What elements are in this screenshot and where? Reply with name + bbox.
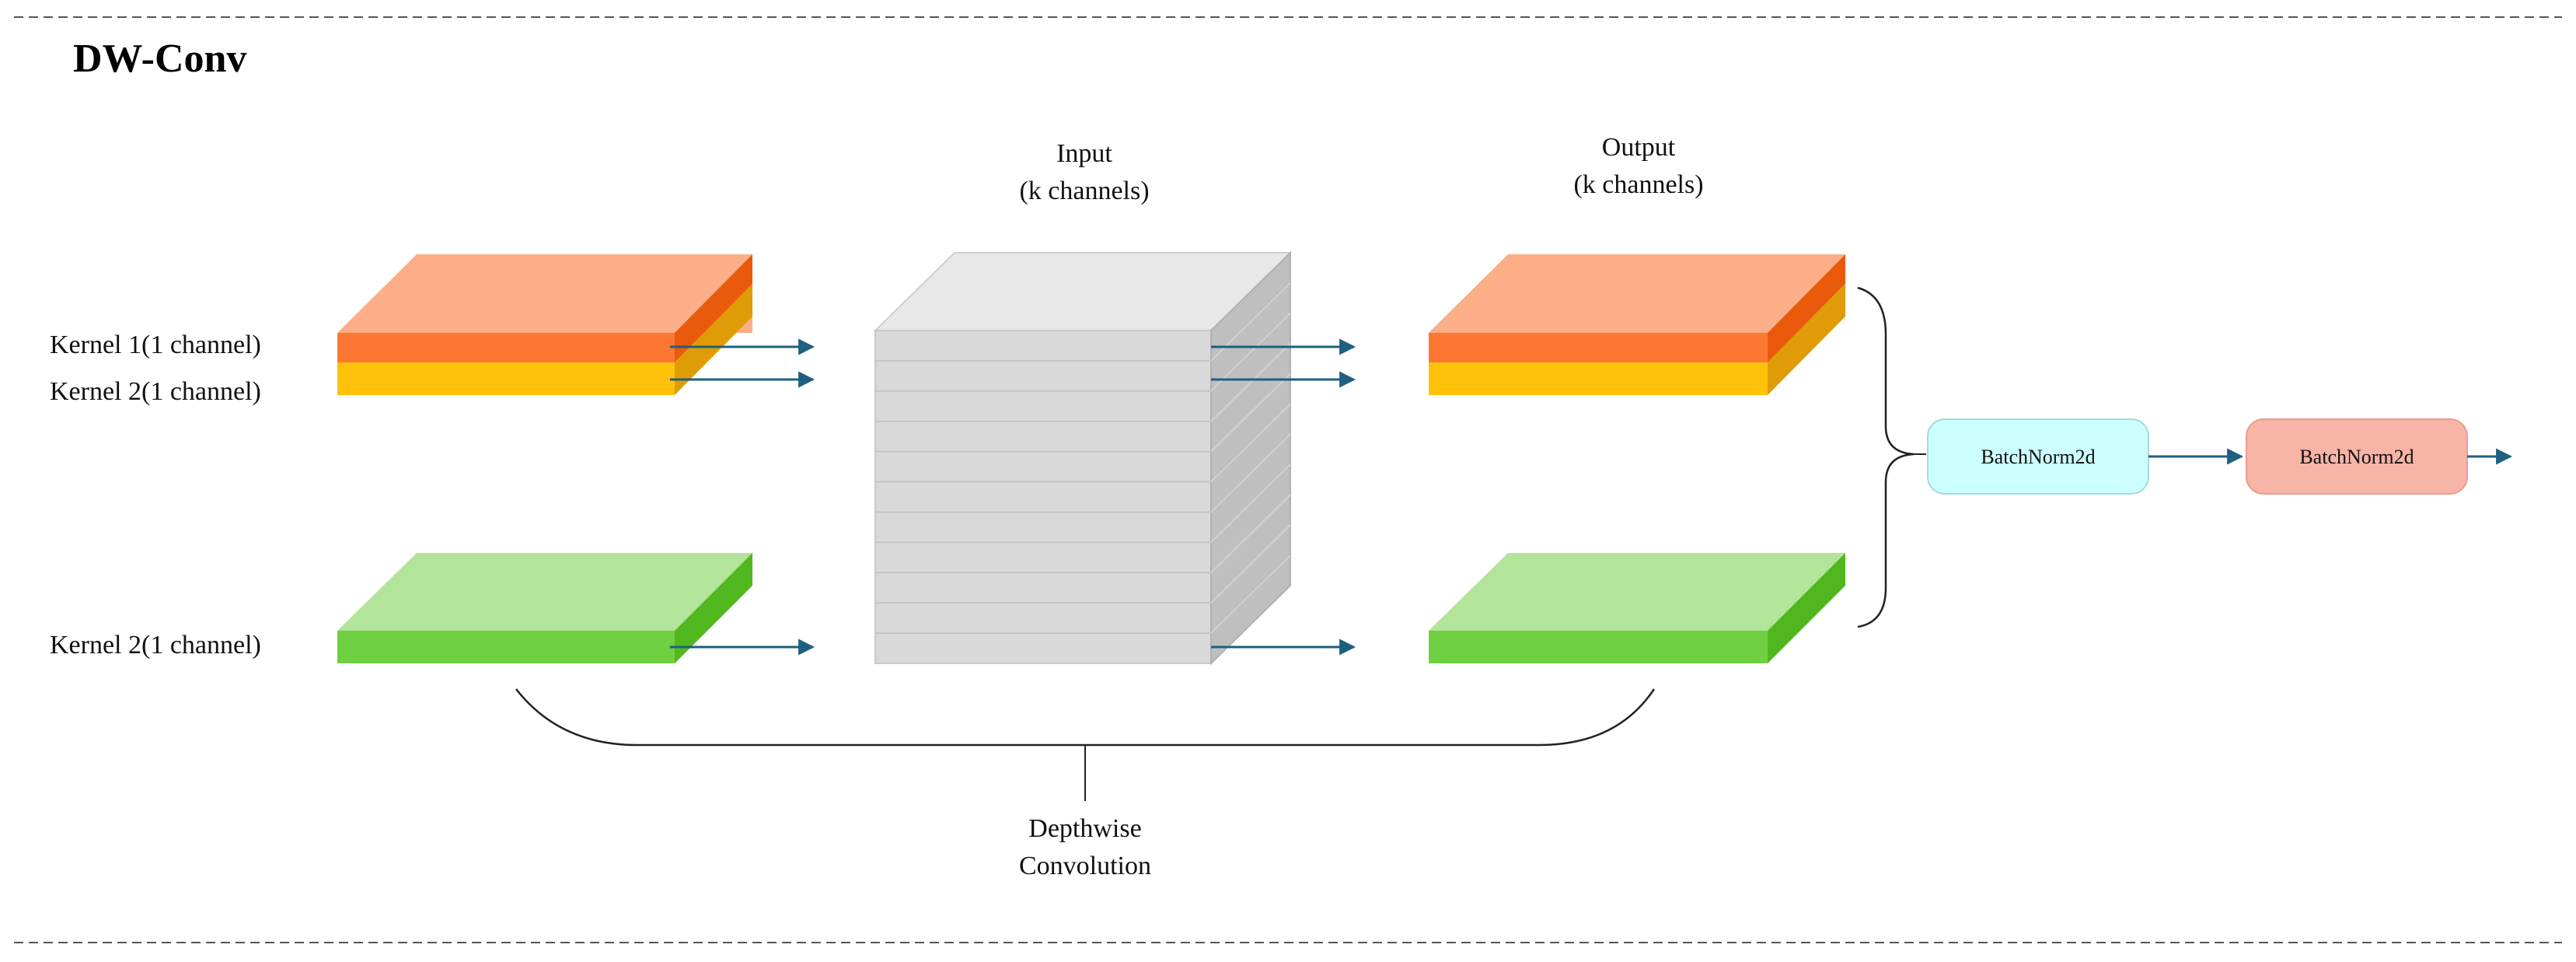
depthwise-bracket	[515, 688, 1656, 747]
input-cube-side-slice-line	[1210, 343, 1291, 422]
output-2-side	[1768, 284, 1845, 395]
input-cube-side-slice-line	[1210, 464, 1291, 544]
depthwise-label: Depthwise	[1028, 814, 1141, 843]
output-brace	[1857, 286, 1915, 628]
input-label: Input	[1056, 139, 1112, 168]
output-stack-top	[1429, 254, 1845, 395]
input-cube-front	[874, 330, 1212, 664]
input-cube-side-slice-line	[1210, 403, 1291, 483]
input-cube-side-slice-line	[1210, 433, 1291, 513]
output-1-side	[1768, 254, 1845, 362]
kernel-3-top	[337, 553, 752, 631]
output-3-front	[1429, 631, 1768, 663]
kernel-2-front	[337, 362, 675, 395]
batchnorm-2-label: BatchNorm2d	[2299, 446, 2414, 468]
kernel-3-label: Kernel 2(1 channel)	[50, 631, 261, 659]
output-channels-label: (k channels)	[1573, 170, 1703, 199]
output-green	[1429, 553, 1845, 663]
output-3-side	[1768, 553, 1845, 663]
kernel-2-label: Kernel 2(1 channel)	[50, 377, 261, 406]
input-cube-side-slice-line	[1210, 554, 1291, 634]
kernel-3-side	[675, 553, 752, 663]
input-cube-side-slice-line	[1210, 373, 1291, 453]
output-2-front	[1429, 362, 1768, 395]
input-cube-channel-lines	[875, 282, 1291, 635]
diagram-title: DW-Conv	[73, 37, 246, 81]
input-channels-label: (k channels)	[1019, 177, 1149, 205]
kernel-1-label: Kernel 1(1 channel)	[50, 331, 261, 359]
kernel-3-front	[337, 631, 675, 663]
output-1-front	[1429, 333, 1768, 362]
batchnorm-1-label: BatchNorm2d	[1981, 446, 2095, 468]
kernel-stack-left	[337, 254, 752, 395]
kernel-1-top	[337, 254, 752, 333]
input-cube-side-slice-line	[1210, 313, 1291, 392]
kernel-green-left	[337, 553, 752, 663]
output-label: Output	[1602, 133, 1676, 162]
input-tensor-cube	[873, 250, 1293, 666]
input-cube-side-slice-line	[1210, 494, 1291, 573]
kernel-2-side	[675, 284, 752, 395]
kernel-1-side	[675, 254, 752, 362]
convolution-label: Convolution	[1019, 852, 1151, 880]
kernel-1-front	[337, 333, 675, 362]
output-3-top	[1429, 553, 1845, 631]
output-1-top	[1429, 254, 1845, 333]
input-cube-side	[1210, 250, 1291, 666]
input-cube-side-slice-line	[1210, 524, 1291, 603]
